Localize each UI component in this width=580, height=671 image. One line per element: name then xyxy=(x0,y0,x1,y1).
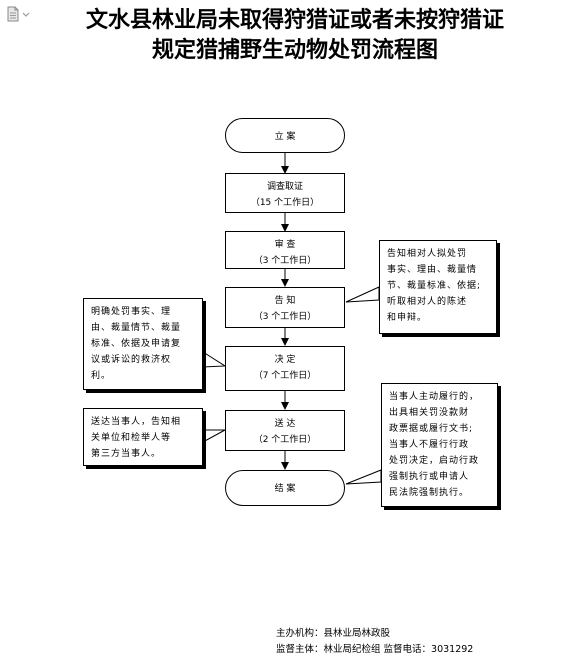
step-review: 审 查 （3 个工作日） xyxy=(225,231,345,269)
step-start-label: 立 案 xyxy=(274,132,296,142)
note-line: 政票据或履行文书; xyxy=(389,424,474,434)
step-investigate: 调查取证 （15 个工作日） xyxy=(225,173,345,213)
note-line: 和申辩。 xyxy=(387,313,428,323)
callout-pointer-close xyxy=(345,469,382,485)
note-line: 第三方当事人。 xyxy=(91,449,162,459)
step-review-days: （3 个工作日） xyxy=(253,256,317,266)
footer-organizer: 主办机构：县林业局林政股 xyxy=(276,628,391,639)
document-icon xyxy=(7,6,30,22)
note-line: 强制执行或申请人 xyxy=(389,472,470,482)
note-line: 告知相对人拟处罚 xyxy=(387,249,468,259)
note-line: 由、裁量情节、裁量 xyxy=(91,323,182,333)
step-decide-label: 决 定 xyxy=(274,355,296,365)
step-close: 结 案 xyxy=(225,470,345,506)
footer-supervision: 监督主体：林业局纪检组 监督电话：3031292 xyxy=(276,644,474,655)
note-inform: 告知相对人拟处罚 事实、理由、裁量情 节、裁量标准、依据; 听取相对人的陈述 和… xyxy=(379,240,497,334)
callout-pointer-decide xyxy=(202,351,227,368)
note-line: 当事人主动履行的， xyxy=(389,392,480,402)
note-line: 送达当事人，告知相 xyxy=(91,417,182,427)
chevron-down-icon xyxy=(22,12,30,17)
step-inform-days: （3 个工作日） xyxy=(253,312,317,322)
step-inform-label: 告 知 xyxy=(274,296,296,306)
document-menu[interactable] xyxy=(6,6,34,22)
note-line: 节、裁量标准、依据; xyxy=(387,281,482,291)
note-line: 出具相关罚没款财 xyxy=(389,408,470,418)
step-decide-days: （7 个工作日） xyxy=(253,371,317,381)
step-investigate-label: 调查取证 xyxy=(266,182,303,192)
callout-pointer-deliver xyxy=(202,429,226,443)
note-execution: 当事人主动履行的， 出具相关罚没款财 政票据或履行文书; 当事人不履行行政 处罚… xyxy=(381,383,498,507)
step-investigate-days: （15 个工作日） xyxy=(250,198,320,208)
note-line: 利。 xyxy=(91,371,112,381)
note-delivery: 送达当事人，告知相 关单位和检举人等 第三方当事人。 xyxy=(83,408,203,466)
note-line: 当事人不履行行政 xyxy=(389,440,470,450)
step-review-label: 审 查 xyxy=(274,240,296,250)
note-decision: 明确处罚事实、理 由、裁量情节、裁量 标准、依据及申请复 议或诉讼的救济权 利。 xyxy=(83,298,203,390)
step-decide: 决 定 （7 个工作日） xyxy=(225,346,345,391)
note-line: 处罚决定，启动行政 xyxy=(389,456,480,466)
note-line: 关单位和检举人等 xyxy=(91,433,172,443)
step-deliver-days: （2 个工作日） xyxy=(253,435,317,445)
note-line: 听取相对人的陈述 xyxy=(387,297,468,307)
step-deliver: 送 达 （2 个工作日） xyxy=(225,410,345,451)
page-title-line2: 规定猎捕野生动物处罚流程图 xyxy=(151,38,438,63)
note-line: 民法院强制执行。 xyxy=(389,488,470,498)
callout-pointer-inform xyxy=(345,286,380,303)
step-inform: 告 知 （3 个工作日） xyxy=(225,287,345,328)
note-line: 标准、依据及申请复 xyxy=(91,339,182,349)
note-line: 明确处罚事实、理 xyxy=(91,307,172,317)
note-line: 事实、理由、裁量情 xyxy=(387,265,478,275)
note-line: 议或诉讼的救济权 xyxy=(91,355,172,365)
step-deliver-label: 送 达 xyxy=(274,419,296,429)
page-title-line1: 文水县林业局未取得狩猎证或者未按狩猎证 xyxy=(85,8,504,33)
step-close-label: 结 案 xyxy=(274,484,296,494)
step-start: 立 案 xyxy=(225,118,345,153)
